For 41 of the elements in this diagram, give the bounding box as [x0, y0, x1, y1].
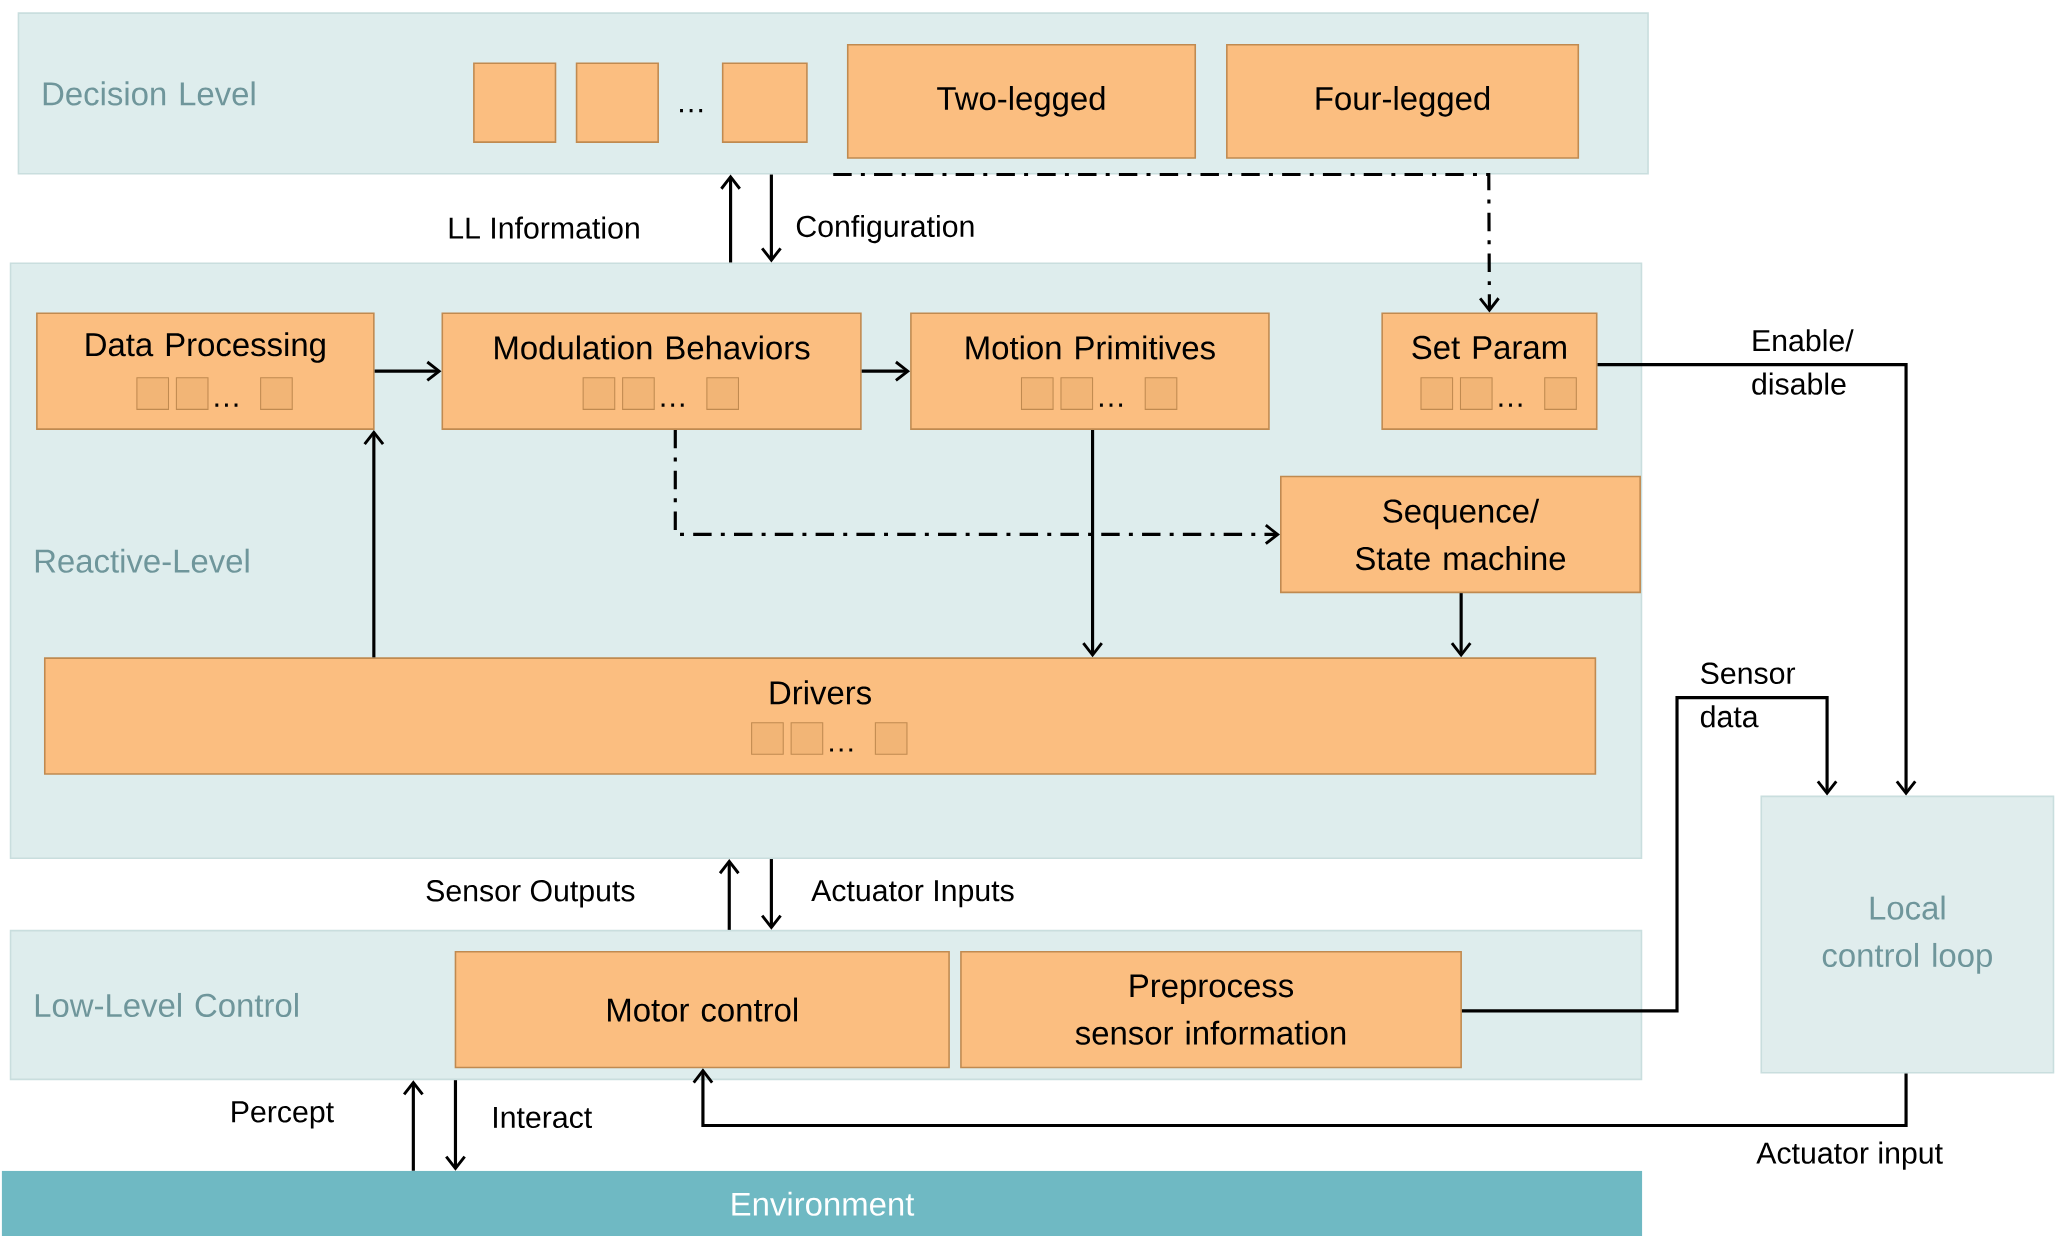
module-box: Sequence/ State machine — [1280, 475, 1641, 594]
arrow — [402, 1080, 424, 1171]
module-icons: … — [136, 377, 293, 410]
module-icons: … — [1020, 377, 1178, 410]
arrow — [861, 360, 911, 382]
empty-box — [473, 62, 557, 143]
arrow — [374, 360, 442, 382]
arrow — [761, 859, 782, 930]
arrow — [673, 429, 1280, 545]
edge-label: Percept — [232, 1101, 334, 1129]
module-icons: … — [582, 377, 739, 410]
arrow — [1461, 696, 1838, 1013]
edge-label: Enable/ disable — [1752, 329, 1854, 395]
module-icons: … — [1420, 377, 1577, 410]
arrow — [1450, 593, 1472, 658]
control-loop-box: Local control loop — [1760, 795, 2055, 1074]
arrow — [1082, 429, 1103, 658]
edge-label: Actuator Inputs — [811, 880, 1014, 908]
arrow — [761, 174, 782, 263]
edge-label: Sensor Outputs — [426, 880, 635, 908]
module-box: Motor control — [454, 950, 950, 1069]
module-box: Two-legged — [846, 43, 1197, 159]
empty-box — [575, 62, 659, 143]
edge-label: Actuator input — [1756, 1141, 1943, 1170]
module-box: Preprocess sensor information — [960, 950, 1462, 1069]
arrow — [692, 1068, 1908, 1128]
edge-label: Sensor data — [1700, 662, 1796, 728]
arrow — [720, 174, 741, 263]
arrow — [718, 859, 740, 930]
arrow — [445, 1080, 466, 1171]
edge-label: Interact — [494, 1107, 592, 1129]
environment-bar: Environment — [1, 1170, 1643, 1236]
arrow — [833, 172, 1500, 313]
edge-label: LL Information — [449, 216, 639, 239]
module-icons: … — [751, 722, 908, 755]
empty-box — [721, 62, 808, 143]
arrow — [363, 429, 385, 658]
ellipsis: … — [680, 108, 703, 113]
edge-label: Configuration — [796, 214, 974, 244]
module-box: Four-legged — [1226, 43, 1580, 159]
arrow — [1597, 363, 1917, 796]
